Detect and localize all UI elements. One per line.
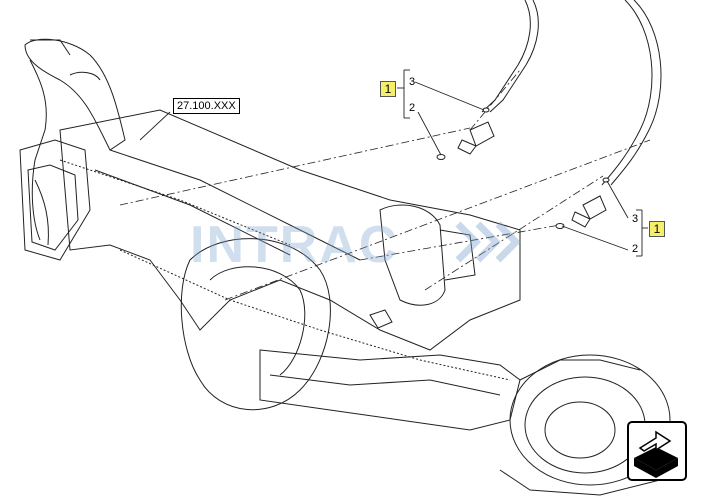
callout-upper-sub-a: 3 xyxy=(409,76,416,88)
reference-label[interactable]: 27.100.XXX xyxy=(173,98,240,114)
callout-upper-sub-b: 2 xyxy=(409,102,416,114)
orientation-arrow-icon[interactable] xyxy=(627,421,687,481)
callout-upper-item[interactable]: 1 xyxy=(380,81,396,97)
callout-lower-sub-a: 3 xyxy=(632,213,639,225)
watermark: INTRAC xyxy=(190,216,399,274)
watermark-chevrons-icon xyxy=(455,221,521,263)
callout-lower-item[interactable]: 1 xyxy=(649,221,665,237)
callout-lower-sub-b: 2 xyxy=(632,243,639,255)
